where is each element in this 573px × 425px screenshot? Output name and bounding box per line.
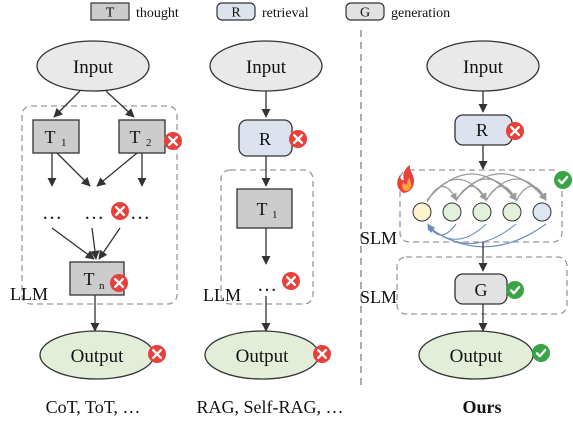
legend-generation-symbol: G (360, 6, 370, 21)
ours-arc-1-2 (426, 185, 457, 203)
cot-output-cross-icon (146, 343, 168, 365)
cot-edge-input-t2 (105, 90, 135, 118)
ours-input-label: Input (463, 57, 504, 78)
cot-t1-node (32, 119, 80, 154)
legend-thought-swatch (90, 2, 130, 21)
rag-step-cross-icon (280, 270, 302, 292)
ours-r-cross-icon (504, 120, 526, 142)
cot-ellipsis-far: … (130, 202, 150, 224)
ours-output-check-icon (530, 342, 552, 364)
rag-r-label: R (259, 129, 271, 149)
cot-output-label: Output (71, 346, 125, 367)
cot-input-node (36, 40, 150, 92)
ours-arc-1-4 (426, 173, 517, 201)
ours-arc-4-5 (515, 185, 547, 202)
panel-ours: Input R SLM (360, 40, 573, 417)
ours-back-3-1 (427, 223, 487, 240)
ours-g-check-icon (504, 279, 526, 301)
cot-t2-node (118, 119, 166, 154)
legend-retrieval-label: retrieval (262, 6, 309, 21)
rag-t1-sub: 1 (272, 209, 278, 221)
rag-r-cross-icon (287, 128, 309, 150)
ours-caption: Ours (462, 397, 501, 417)
ours-step-node-5 (532, 202, 552, 222)
legend-retrieval-swatch (216, 2, 256, 21)
ours-arc-2-5 (455, 173, 547, 201)
cot-caption: CoT, ToT, … (46, 397, 141, 417)
legend-thought-label: thought (136, 6, 179, 21)
cot-edge-t2-a (96, 152, 138, 187)
legend-generation-label: generation (391, 6, 450, 21)
ours-step-node-4 (502, 202, 522, 222)
rag-ellipsis: … (257, 274, 277, 296)
cot-edge-input-t1 (53, 90, 81, 118)
legend-retrieval-symbol: R (231, 6, 241, 21)
ours-back-5-1 (427, 223, 547, 248)
ours-slm-generation-group (396, 256, 568, 315)
rag-llm-label: LLM (203, 285, 241, 305)
ours-back-4-1 (427, 223, 517, 244)
cot-ellipsis-left: … (42, 202, 62, 224)
cot-llm-label: LLM (10, 284, 48, 304)
cot-tn-label: T (84, 269, 95, 289)
rag-caption: RAG, Self-RAG, … (197, 397, 344, 417)
legend-retrieval: R retrieval (216, 2, 309, 21)
panel-rag: Input R T 1 LLM … Output RAG, Self-RAG, … (197, 40, 344, 417)
cot-t2-label: T (130, 127, 141, 147)
ours-output-label: Output (450, 346, 504, 367)
ours-arc-3-5 (485, 178, 547, 201)
cot-branch-cross-icon (109, 200, 131, 222)
cot-t2-sub: 2 (146, 137, 152, 149)
ours-step-node-1 (412, 202, 432, 222)
ours-slm-reasoning-group (399, 169, 563, 243)
legend-generation: G generation (345, 2, 450, 21)
ours-slm-check-icon (552, 169, 573, 191)
ours-slm-bottom-label: SLM (360, 287, 397, 307)
legend-thought: T thought (90, 2, 179, 21)
ours-r-label: R (476, 120, 488, 140)
cot-ellipsis-right: … (84, 202, 104, 224)
cot-tn-cross-icon (108, 272, 130, 294)
cot-edge-t1-b (56, 152, 91, 187)
cot-input-label: Input (73, 57, 114, 78)
cot-edge-merge-a (51, 227, 95, 260)
rag-t1-node (236, 188, 293, 229)
cot-t2-cross-icon (162, 130, 184, 152)
cot-tn-sub: n (99, 280, 105, 292)
cot-llm-group (21, 105, 178, 305)
panel-cot: Input T 1 T 2 … … … T n LLM Output CoT, … (10, 40, 184, 417)
ours-step-node-2 (442, 202, 462, 222)
cot-edge-merge-b (90, 227, 100, 260)
rag-llm-group (220, 169, 314, 305)
rag-input-label: Input (246, 57, 287, 78)
legend: T thought R retrieval G generation (90, 2, 450, 21)
cot-t1-sub: 1 (61, 137, 67, 149)
fire-icon (397, 165, 414, 193)
cot-edge-merge-c (98, 227, 121, 260)
ours-g-label: G (475, 280, 488, 300)
ours-step-node-3 (472, 202, 492, 222)
legend-generation-swatch (345, 2, 385, 21)
rag-output-cross-icon (311, 343, 333, 365)
ours-slm-top-label: SLM (360, 228, 397, 248)
legend-thought-symbol: T (106, 6, 115, 21)
rag-output-label: Output (236, 346, 290, 367)
rag-t1-label: T (257, 199, 268, 219)
cot-t1-label: T (45, 127, 56, 147)
